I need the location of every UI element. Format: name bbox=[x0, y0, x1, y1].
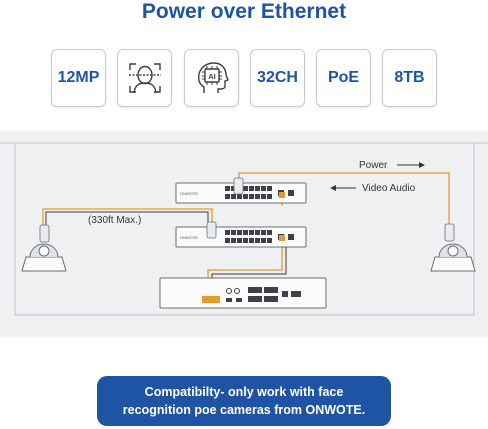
switch-top-brand: ONWOTE bbox=[180, 191, 198, 196]
compatibility-note: Compatibilty- only work with face recogn… bbox=[97, 376, 391, 426]
feature-poe: PoE bbox=[316, 49, 371, 107]
feature-12mp: 12MP bbox=[51, 49, 106, 107]
switch-bottom-plug bbox=[206, 221, 217, 239]
svg-text:AI: AI bbox=[208, 72, 216, 81]
feature-face-recognition bbox=[117, 49, 172, 107]
feature-8tb-label: 8TB bbox=[394, 69, 425, 86]
feature-ai: AI bbox=[184, 49, 239, 107]
face-scan-icon bbox=[126, 59, 164, 97]
distance-label: (330ft Max.) bbox=[88, 215, 141, 226]
feature-8tb: 8TB bbox=[382, 49, 437, 107]
ai-head-icon: AI bbox=[193, 59, 231, 97]
feature-12mp-label: 12MP bbox=[57, 69, 100, 86]
feature-poe-label: PoE bbox=[327, 69, 360, 86]
switch-bottom-brand: ONWOTE bbox=[180, 235, 198, 240]
legend-video-audio-arrowhead bbox=[330, 185, 336, 191]
left-camera-power-cable bbox=[42, 208, 213, 225]
left-dome-camera-icon bbox=[21, 224, 67, 272]
feature-32ch-label: 32CH bbox=[257, 69, 298, 86]
feature-32ch: 32CH bbox=[250, 49, 305, 107]
nvr-recorder bbox=[159, 277, 327, 309]
poe-network-diagram: Power Video Audio ONWOTE ONWOTE bbox=[0, 142, 488, 316]
switch-top-plug bbox=[233, 177, 244, 195]
note-line-2: recognition poe cameras from ONWOTE. bbox=[122, 403, 366, 417]
note-line-1: Compatibilty- only work with face bbox=[144, 385, 344, 399]
legend-power-label: Power bbox=[359, 160, 388, 171]
feature-row: 12MP AI 32CH PoE 8TB bbox=[51, 49, 437, 107]
right-dome-camera-icon bbox=[430, 223, 476, 272]
legend-power-arrowhead bbox=[419, 162, 425, 168]
poe-switch-top: ONWOTE bbox=[175, 177, 307, 204]
poe-switch-bottom: ONWOTE bbox=[175, 221, 307, 248]
left-camera-data-cable bbox=[45, 211, 209, 227]
legend-video-audio-label: Video Audio bbox=[362, 183, 416, 194]
page-title: Power over Ethernet bbox=[141, 0, 347, 23]
